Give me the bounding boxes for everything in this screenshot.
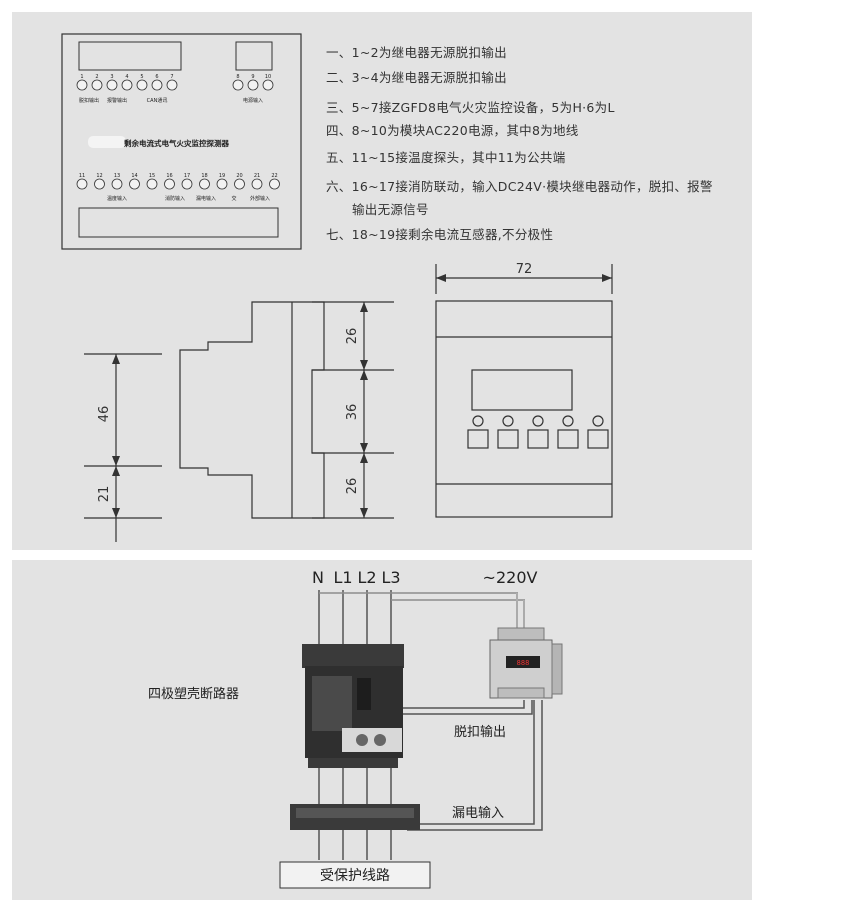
bottom-group-label: 外部输入 <box>250 195 270 202</box>
phase-n: N <box>312 568 324 587</box>
bottom-terminal-number: 11 <box>79 173 85 179</box>
top-terminal-number: 5 <box>140 74 143 80</box>
indicator-knob <box>472 415 484 427</box>
bottom-terminal <box>164 178 175 190</box>
top-terminal <box>106 79 118 91</box>
bottom-terminal <box>181 178 193 190</box>
bottom-terminal <box>76 178 88 190</box>
breaker-label: 四极塑壳断路器 <box>148 686 239 702</box>
bottom-group-label: 交 <box>231 195 236 202</box>
note-1: 一、1~2为继电器无源脱扣输出 <box>326 45 507 60</box>
bottom-terminal <box>129 178 140 190</box>
power-terminal-number: 10 <box>265 74 271 80</box>
phase-l3: L3 <box>381 568 400 587</box>
front-button <box>587 429 609 449</box>
module-title: 剩余电流式电气火灾监控探测器 <box>124 138 229 148</box>
bottom-terminal-number: 16 <box>166 173 172 179</box>
dim-21: 21 <box>97 486 112 503</box>
bottom-terminal <box>94 178 105 190</box>
front-button <box>497 429 519 449</box>
note-2: 二、3~4为继电器无源脱扣输出 <box>326 70 507 85</box>
bottom-terminal-number: 20 <box>236 173 242 179</box>
dim-26-top: 26 <box>345 328 360 345</box>
bottom-terminal <box>146 178 158 190</box>
bottom-terminal <box>234 178 245 190</box>
front-button <box>557 429 579 449</box>
top-group-label: CAN通讯 <box>147 97 168 104</box>
wiring-panel: N L1 L2 L3 ~220V <box>12 560 752 900</box>
bottom-terminal-number: 22 <box>271 173 277 179</box>
indicator-knob <box>532 415 544 427</box>
detector-module: 888 <box>489 627 563 699</box>
front-view <box>435 264 613 518</box>
top-terminal-number: 3 <box>110 74 113 80</box>
note-6: 六、16~17接消防联动，输入DC24V·模块继电器动作，脱扣、报警 <box>326 179 713 194</box>
bottom-terminal <box>269 178 280 190</box>
note-6-cont: 输出无源信号 <box>352 202 429 217</box>
bottom-terminal-number: 19 <box>219 173 225 179</box>
bottom-terminal <box>216 178 228 190</box>
note-4: 四、8~10为模块AC220电源，其中8为地线 <box>326 123 579 138</box>
bottom-group-label: 温度输入 <box>107 195 127 202</box>
power-group-label: 电源输入 <box>243 97 263 104</box>
note-7: 七、18~19接剩余电流互感器,不分极性 <box>326 227 554 242</box>
power-terminal <box>262 79 274 91</box>
trip-output-label: 脱扣输出 <box>454 724 506 740</box>
note-5: 五、11~15接温度探头，其中11为公共端 <box>326 150 566 165</box>
power-terminal <box>232 79 244 91</box>
leak-input-label: 漏电输入 <box>452 805 504 821</box>
note-3: 三、5~7接ZGFD8电气火灾监控设备，5为H·6为L <box>326 100 615 115</box>
power-terminal-number: 8 <box>236 74 239 80</box>
top-group-label: 脱扣输出 <box>79 97 99 104</box>
power-terminal-number: 9 <box>251 74 254 80</box>
bottom-terminal-number: 13 <box>114 173 120 179</box>
dim-72: 72 <box>516 262 533 277</box>
bottom-group-label: 漏电输入 <box>196 195 216 202</box>
top-terminal-number: 7 <box>170 74 173 80</box>
top-terminal <box>151 79 163 91</box>
top-terminal <box>166 79 178 91</box>
dim-26-bottom: 26 <box>345 478 360 495</box>
phase-l1: L1 <box>333 568 352 587</box>
front-button <box>527 429 549 449</box>
top-group-label: 报警输出 <box>107 97 127 104</box>
bottom-terminal-number: 17 <box>184 173 190 179</box>
power-terminal <box>247 79 259 91</box>
bottom-terminal <box>111 178 123 190</box>
dim-36: 36 <box>345 404 360 421</box>
wiring-diagram: N L1 L2 L3 ~220V <box>148 568 563 889</box>
dim-46: 46 <box>97 406 112 423</box>
bottom-terminal-number: 14 <box>131 173 137 179</box>
indicator-knob <box>592 415 604 427</box>
bottom-group-label: 消防输入 <box>165 195 185 202</box>
bottom-terminal-number: 21 <box>254 173 260 179</box>
protected-line-label: 受保护线路 <box>320 868 390 884</box>
top-terminal-number: 6 <box>155 74 158 80</box>
top-terminal-number: 4 <box>125 74 128 80</box>
indicator-knob <box>562 415 574 427</box>
bottom-terminal-number: 12 <box>96 173 102 179</box>
top-terminal <box>136 79 148 91</box>
bottom-terminal <box>251 178 263 190</box>
side-view <box>84 301 394 542</box>
bottom-terminal-number: 18 <box>201 173 207 179</box>
front-button <box>467 429 489 449</box>
four-pole-breaker <box>302 644 404 768</box>
top-terminal-number: 1 <box>80 74 83 80</box>
phase-l2: L2 <box>357 568 376 587</box>
bottom-terminal-number: 15 <box>149 173 155 179</box>
bottom-terminal <box>199 178 210 190</box>
top-terminal <box>91 79 103 91</box>
protected-line-box <box>279 861 431 889</box>
indicator-knob <box>502 415 514 427</box>
svg-text:888: 888 <box>517 659 530 667</box>
supply-label: ~220V <box>483 568 538 587</box>
top-terminal <box>76 79 88 91</box>
top-terminal-number: 2 <box>95 74 98 80</box>
top-terminal <box>121 79 133 91</box>
